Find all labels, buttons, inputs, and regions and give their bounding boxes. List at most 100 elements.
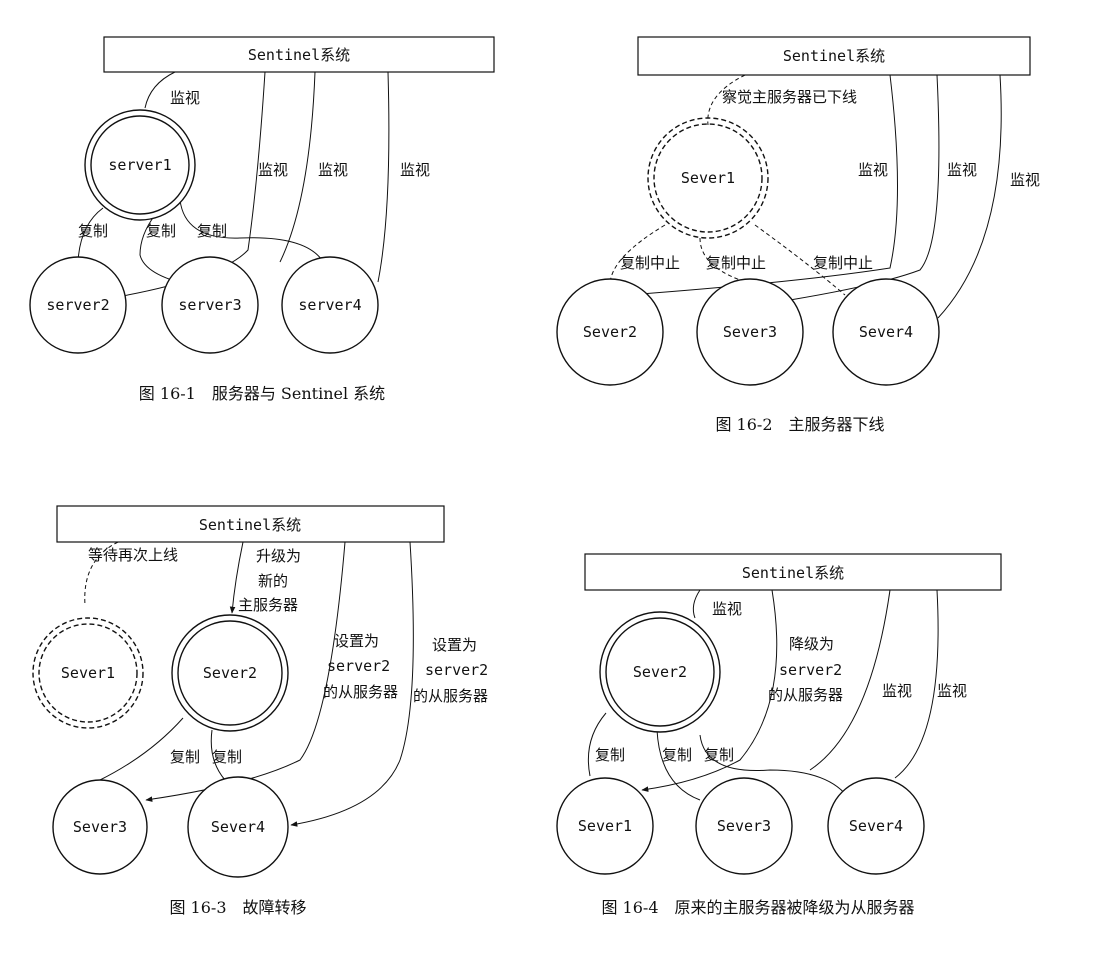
fig2-sever2-node <box>556 278 664 386</box>
fig3-upgrade-label-line3: 主服务器 <box>238 596 298 614</box>
fig1-server4-label: server4 <box>298 296 361 314</box>
fig1-monitor-server1-line <box>144 71 176 109</box>
fig3-replicate-sever4-line <box>210 729 226 781</box>
fig4-replicate-label-3: 复制 <box>704 746 734 764</box>
fig3-upgrade-label-line2: 新的 <box>258 572 288 590</box>
fig4-monitor-label-2: 监视 <box>882 682 912 700</box>
fig1-monitor-label-3: 监视 <box>318 161 348 179</box>
fig3-sever3-label: Sever3 <box>73 818 127 836</box>
fig2-sentinel-box <box>637 36 1031 76</box>
fig4-sever2-node-inner <box>605 617 715 727</box>
fig2-sever1-node-outer-dashed <box>647 117 769 239</box>
fig4-downgrade-arrow <box>641 589 778 792</box>
fig2-monitor-label-3: 监视 <box>1010 171 1040 189</box>
fig1-server4-node <box>281 256 379 354</box>
fig3-upgrade-arrow <box>229 541 244 614</box>
fig1-server3-node <box>161 256 259 354</box>
fig1-replicate-server4-line <box>179 199 326 266</box>
fig3-set-slave-b-line2: server2 <box>425 661 488 679</box>
fig3-sever1-label: Sever1 <box>61 664 115 682</box>
fig3-sever4-node <box>187 776 289 878</box>
fig1-server2-node <box>29 256 127 354</box>
fig2-detect-label: 察觉主服务器已下线 <box>722 88 857 106</box>
fig1-replicate-label-3: 复制 <box>197 222 227 240</box>
fig2-monitor-sever4-line <box>937 74 1002 319</box>
fig3-set-slave-b-line3: 的从服务器 <box>413 687 488 705</box>
fig2-sever4-label: Sever4 <box>859 323 913 341</box>
fig3-sever1-node-outer-dashed <box>32 617 144 729</box>
fig2-sever1-node-inner-dashed <box>653 123 763 233</box>
fig1-replicate-server2-line <box>77 207 104 263</box>
fig1-sentinel-label: Sentinel系统 <box>248 46 350 64</box>
fig2-monitor-sever3-line <box>789 74 940 301</box>
fig3-sever4-label: Sever4 <box>211 818 265 836</box>
fig3-sever3-node <box>52 779 148 875</box>
fig4-sever2-label: Sever2 <box>633 663 687 681</box>
fig4-downgrade-line2: server2 <box>779 661 842 679</box>
fig1-server2-label: server2 <box>46 296 109 314</box>
fig3-sever2-node-inner <box>177 620 283 726</box>
fig2-stop-label-3: 复制中止 <box>813 254 873 272</box>
fig2-sentinel-label: Sentinel系统 <box>783 47 885 65</box>
fig4-sever4-label: Sever4 <box>849 817 903 835</box>
fig3-replicate-label-2: 复制 <box>212 748 242 766</box>
fig4-monitor-sever2-line <box>692 589 701 619</box>
figure-16-1: Sentinel系统 server1 server2 server3 serve… <box>29 36 495 403</box>
fig4-sentinel-box <box>584 553 1002 591</box>
fig4-monitor-sever3-line <box>809 589 891 771</box>
figure-16-2: Sentinel系统 Sever1 Sever2 Sever3 Sever4 察… <box>556 36 1040 434</box>
fig3-sever2-label: Sever2 <box>203 664 257 682</box>
fig4-sever3-node <box>695 777 793 875</box>
fig1-monitor-label-4: 监视 <box>400 161 430 179</box>
fig4-sever4-node <box>827 777 925 875</box>
fig2-sever3-node <box>696 278 804 386</box>
fig3-upgrade-label-line1: 升级为 <box>256 547 301 565</box>
fig3-set-slave-b-line1: 设置为 <box>432 636 477 654</box>
fig4-monitor-label-1: 监视 <box>712 600 742 618</box>
fig4-replicate-label-2: 复制 <box>662 746 692 764</box>
fig1-server3-label: server3 <box>178 296 241 314</box>
fig2-stop-label-1: 复制中止 <box>620 254 680 272</box>
fig2-sever4-node <box>832 278 940 386</box>
fig4-replicate-label-1: 复制 <box>595 746 625 764</box>
fig3-replicate-sever3-line <box>99 717 184 781</box>
fig4-downgrade-line1: 降级为 <box>789 635 834 653</box>
fig4-monitor-label-3: 监视 <box>937 682 967 700</box>
fig4-replicate-sever1-line <box>587 712 607 777</box>
fig3-set-slave-a-line3: 的从服务器 <box>323 683 398 701</box>
fig4-caption: 图 16-4 原来的主服务器被降级为从服务器 <box>601 898 914 917</box>
fig1-server1-node-inner <box>90 115 190 215</box>
fig2-stop-label-2: 复制中止 <box>706 254 766 272</box>
fig1-server1-label: server1 <box>108 156 171 174</box>
fig2-detect-line <box>707 74 746 126</box>
fig4-sever1-node <box>556 777 654 875</box>
fig1-caption: 图 16-1 服务器与 Sentinel 系统 <box>139 384 385 403</box>
fig2-monitor-label-1: 监视 <box>858 161 888 179</box>
fig1-monitor-label-2: 监视 <box>258 161 288 179</box>
fig1-sentinel-box <box>103 36 495 73</box>
fig4-replicate-sever3-line <box>656 729 701 801</box>
fig2-sever2-label: Sever2 <box>583 323 637 341</box>
fig2-sever1-label: Sever1 <box>681 169 735 187</box>
fig4-monitor-sever4-line <box>894 589 939 779</box>
fig3-wait-label: 等待再次上线 <box>88 546 178 564</box>
fig1-monitor-server4-line <box>377 71 390 283</box>
fig3-replicate-label-1: 复制 <box>170 748 200 766</box>
fig1-replicate-label-1: 复制 <box>78 222 108 240</box>
fig4-sever1-label: Sever1 <box>578 817 632 835</box>
fig2-monitor-label-2: 监视 <box>947 161 977 179</box>
fig2-caption: 图 16-2 主服务器下线 <box>715 415 884 434</box>
fig4-downgrade-line3: 的从服务器 <box>768 686 843 704</box>
fig2-monitor-sever2-line <box>627 74 898 296</box>
fig4-sever3-label: Sever3 <box>717 817 771 835</box>
fig1-monitor-server3-line <box>279 71 316 263</box>
fig4-sentinel-label: Sentinel系统 <box>742 564 844 582</box>
fig3-sentinel-box <box>56 505 445 543</box>
fig3-sever1-node-inner-dashed <box>38 623 138 723</box>
figure-16-4: Sentinel系统 Sever2 Sever1 Sever3 Sever4 监… <box>556 553 1002 917</box>
fig3-set-slave-a-line1: 设置为 <box>334 632 379 650</box>
fig4-replicate-sever4-line <box>699 734 851 801</box>
fig1-replicate-label-2: 复制 <box>146 222 176 240</box>
fig3-sentinel-label: Sentinel系统 <box>199 516 301 534</box>
